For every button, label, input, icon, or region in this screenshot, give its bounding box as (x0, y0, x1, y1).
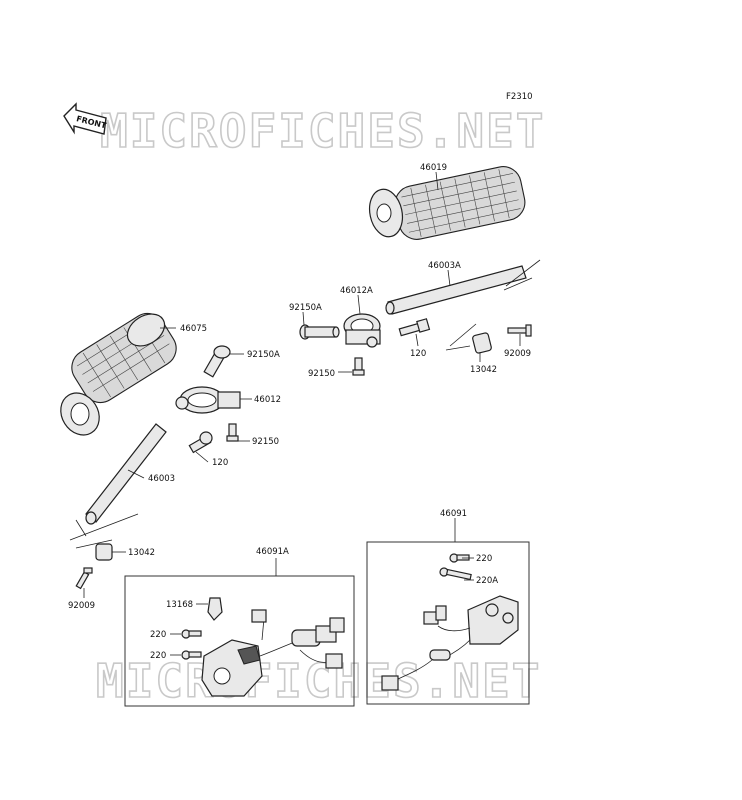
screw-92150A-left (203, 345, 231, 378)
label-46091A: 46091A (256, 547, 289, 557)
clamp-46012A (343, 313, 381, 348)
label-92150A-top: 92150A (289, 303, 322, 313)
screw-92150-top (352, 357, 365, 376)
screw-92009-left (75, 567, 93, 590)
label-46091: 46091 (440, 509, 467, 519)
label-92150-top: 92150 (308, 369, 335, 379)
label-13042-top: 13042 (470, 365, 497, 375)
label-46003A: 46003A (428, 261, 461, 271)
label-92150-left: 92150 (252, 437, 279, 447)
label-13042-left: 13042 (128, 548, 155, 558)
weight-13042-left (69, 513, 139, 561)
label-46075: 46075 (180, 324, 207, 334)
screw-220-b (181, 650, 202, 660)
label-13168: 13168 (166, 600, 193, 610)
label-46012A: 46012A (340, 286, 373, 296)
label-220-c: 220 (476, 554, 492, 564)
label-220-b: 220 (150, 651, 166, 661)
box-46091 (366, 541, 530, 705)
weight-13042-top (445, 323, 492, 354)
screw-92150A-top (299, 324, 340, 340)
label-220A: 220A (476, 576, 498, 586)
bolt-120-top (398, 318, 431, 337)
screw-220-c (449, 553, 470, 563)
bar-46003 (75, 423, 167, 537)
label-46019: 46019 (420, 163, 447, 173)
label-120-top: 120 (410, 349, 426, 359)
label-46003: 46003 (148, 474, 175, 484)
left-switch-housing (201, 609, 345, 697)
left-grip-46075 (60, 312, 177, 436)
label-92009-left: 92009 (68, 601, 95, 611)
watermark-top: MICROFICHES.NET (100, 104, 545, 158)
bolt-120-left (188, 431, 213, 454)
figure-code: F2310 (506, 92, 533, 102)
label-120-left: 120 (212, 458, 228, 468)
label-92150A-left: 92150A (247, 350, 280, 360)
label-92009-top: 92009 (504, 349, 531, 359)
bar-46003A (385, 259, 541, 315)
clamp-46012 (175, 386, 241, 414)
right-grip-46019 (368, 166, 526, 240)
box-46091A (124, 575, 355, 707)
label-46012: 46012 (254, 395, 281, 405)
label-220-a: 220 (150, 630, 166, 640)
screw-92150-left (226, 423, 239, 442)
screw-220-a (181, 629, 202, 639)
screw-220A (439, 567, 472, 581)
clip-13168 (207, 597, 223, 621)
watermark-bottom: MICROFICHES.NET (96, 654, 541, 708)
screw-92009-top (507, 324, 532, 337)
right-switch-housing (381, 595, 519, 691)
front-arrow-icon: FRONT (63, 102, 108, 135)
